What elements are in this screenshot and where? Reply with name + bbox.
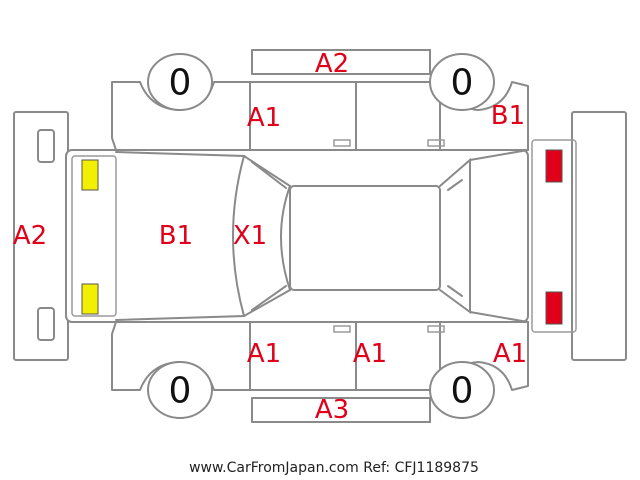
mark-roof-top: A2: [315, 49, 349, 79]
mark-rear-bumper: A2: [13, 221, 47, 251]
footer-reference: www.CarFromJapan.com Ref: CFJ1189875: [189, 460, 479, 476]
mark-hood: B1: [159, 221, 193, 251]
tire-rear-right: 0: [429, 361, 495, 419]
car-side-bottom: [111, 321, 529, 423]
mark-front-right-door: A1: [353, 339, 387, 369]
rear-lamp-top: [545, 149, 563, 183]
tire-rear-left: 0: [147, 361, 213, 419]
front-bumper: [571, 111, 627, 361]
mark-rocker-bottom: A3: [315, 395, 349, 425]
rear-reflector-bottom: [37, 307, 55, 341]
mark-windshield: X1: [233, 221, 267, 251]
front-lamp-top: [81, 159, 99, 191]
rocker-panel-bottom: [251, 397, 431, 423]
tire-rear-right-label: 0: [451, 371, 474, 412]
rear-lamp-bottom: [545, 291, 563, 325]
rear-reflector-top: [37, 129, 55, 163]
tire-front-left-label: 0: [169, 63, 192, 104]
mark-rear-right-door: A1: [247, 339, 281, 369]
tire-front-right: 0: [429, 53, 495, 111]
roof-rail-top: [251, 49, 431, 75]
mark-front-left-fender: B1: [491, 101, 525, 131]
mark-front-right-fender: A1: [493, 339, 527, 369]
tire-rear-left-label: 0: [169, 371, 192, 412]
front-lamp-bottom: [81, 283, 99, 315]
tire-front-right-label: 0: [451, 63, 474, 104]
car-body-top-view: [65, 139, 577, 333]
mark-front-left-door: A1: [247, 103, 281, 133]
tire-front-left: 0: [147, 53, 213, 111]
car-side-top: [111, 49, 529, 151]
